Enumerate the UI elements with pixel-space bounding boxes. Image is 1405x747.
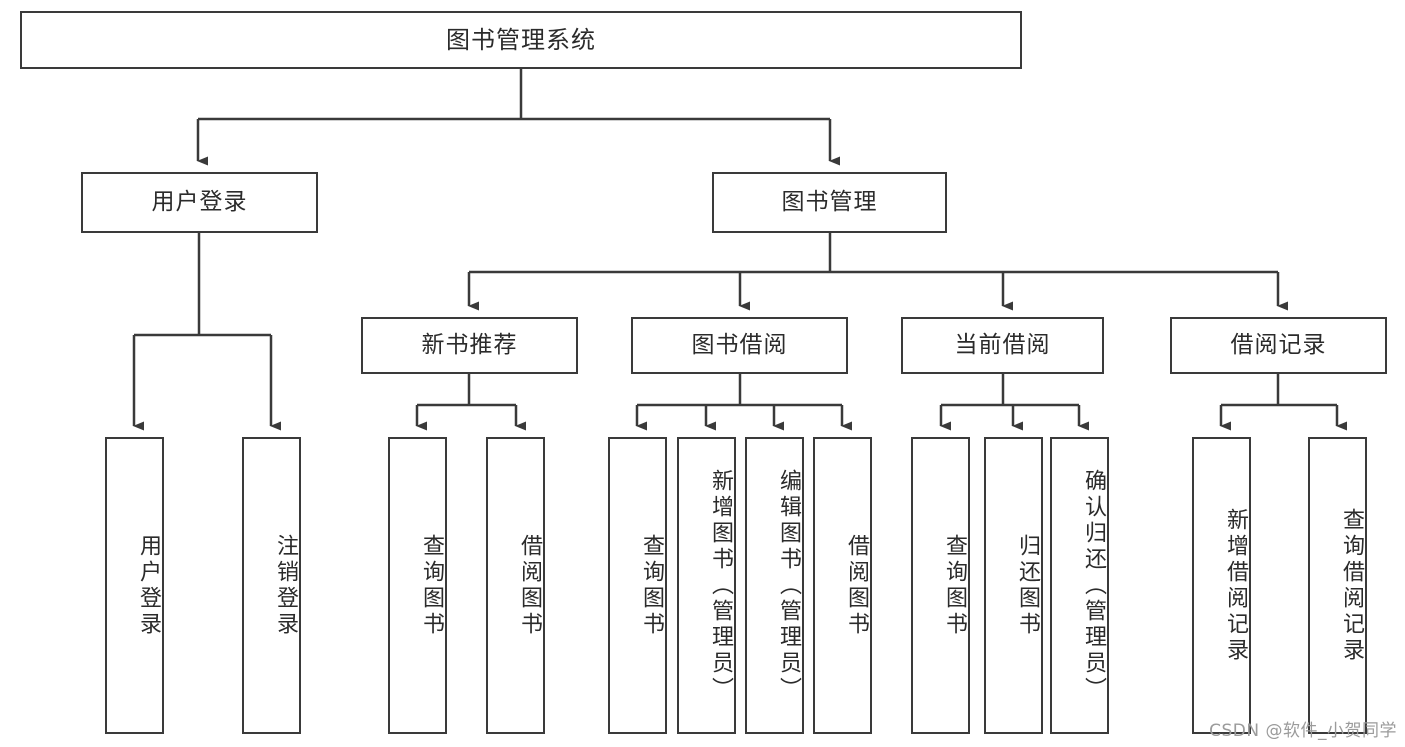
node-book-manage[interactable]: 图书管理 [712,172,947,233]
node-new-book-recommend-label: 新书推荐 [421,331,518,358]
leaf-query-book-2-label: 查询图书 [639,533,664,638]
edges-current-borrow-leaves [939,374,1089,431]
csdn-watermark: CSDN @软件_小贺同学 [1209,721,1397,741]
leaf-return-book-label: 归还图书 [1015,533,1040,638]
leaf-logout-label: 注销登录 [273,533,298,638]
edges-new-book-recommend-leaves [415,374,526,431]
leaf-add-book[interactable]: 新增图书（管理员） [677,437,736,734]
node-book-manage-label: 图书管理 [781,188,878,215]
node-borrow-record[interactable]: 借阅记录 [1170,317,1387,374]
leaf-query-record-label: 查询借阅记录 [1339,507,1364,664]
edges-book-borrow-leaves [635,374,852,431]
leaf-add-book-label: 新增图书（管理员） [708,468,733,703]
node-book-borrow-label: 图书借阅 [691,331,788,358]
node-current-borrow[interactable]: 当前借阅 [901,317,1104,374]
leaf-query-book-1-label: 查询图书 [419,533,444,638]
leaf-query-book-2[interactable]: 查询图书 [608,437,667,734]
leaf-logout[interactable]: 注销登录 [242,437,301,734]
leaf-confirm-return-label: 确认归还（管理员） [1081,468,1106,703]
leaf-confirm-return[interactable]: 确认归还（管理员） [1050,437,1109,734]
node-new-book-recommend[interactable]: 新书推荐 [361,317,578,374]
leaf-borrow-book-1-label: 借阅图书 [517,533,542,638]
leaf-user-login[interactable]: 用户登录 [105,437,164,734]
leaf-borrow-book-1[interactable]: 借阅图书 [486,437,545,734]
edges-root-level2 [196,69,840,166]
leaf-query-book-3-label: 查询图书 [942,533,967,638]
leaf-query-book-3[interactable]: 查询图书 [911,437,970,734]
leaf-edit-book[interactable]: 编辑图书（管理员） [745,437,804,734]
node-book-borrow[interactable]: 图书借阅 [631,317,848,374]
leaf-borrow-book-2[interactable]: 借阅图书 [813,437,872,734]
edges-borrow-record-leaves [1219,374,1347,431]
leaf-borrow-book-2-label: 借阅图书 [844,533,869,638]
node-borrow-record-label: 借阅记录 [1230,331,1327,358]
node-root-label: 图书管理系统 [446,25,596,54]
node-user-login-label: 用户登录 [151,188,248,215]
leaf-query-book-1[interactable]: 查询图书 [388,437,447,734]
leaf-add-record[interactable]: 新增借阅记录 [1192,437,1251,734]
edges-book-manage-level3 [467,233,1288,311]
leaf-return-book[interactable]: 归还图书 [984,437,1043,734]
node-root[interactable]: 图书管理系统 [20,11,1022,69]
leaf-query-record[interactable]: 查询借阅记录 [1308,437,1367,734]
leaf-edit-book-label: 编辑图书（管理员） [776,468,801,703]
node-user-login[interactable]: 用户登录 [81,172,318,233]
edges-user-login-leaves [132,233,281,431]
leaf-add-record-label: 新增借阅记录 [1223,507,1248,664]
node-current-borrow-label: 当前借阅 [954,331,1051,358]
leaf-user-login-label: 用户登录 [136,533,161,638]
